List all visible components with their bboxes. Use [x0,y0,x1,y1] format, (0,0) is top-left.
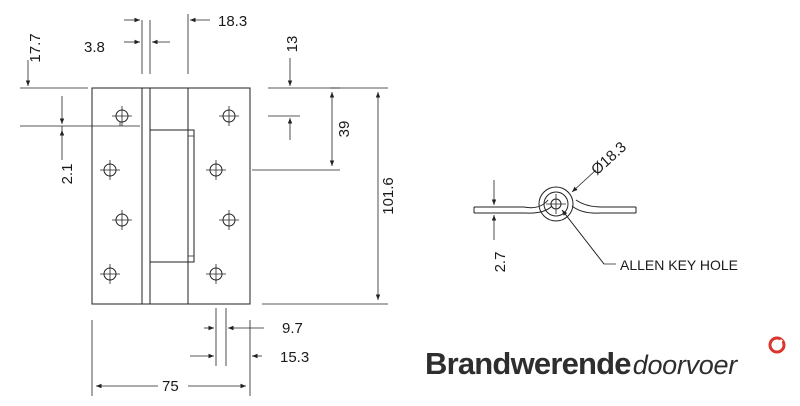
left-leaf [91,87,143,305]
knuckle-circle [538,186,574,222]
dim-9-7: 9.7 [282,320,303,337]
dim-17-7: 17.7 [27,33,44,62]
brand-logo: Brandwerendedoorvoer [425,336,786,381]
brand-mark-icon [768,336,786,354]
dim-18-3: 18.3 [218,13,247,30]
hinge-front-view [91,87,251,305]
screw-holes-right [206,106,239,284]
knuckle-left [141,87,151,305]
dim-15-3: 15.3 [280,349,309,366]
dim-13: 13 [284,36,301,53]
dim-75: 75 [162,378,179,395]
dim-diameter-18-3: Ø18.3 [588,139,630,179]
hinge-top-view [473,169,637,265]
dim-101-6: 101.6 [380,177,397,215]
screw-holes-left [100,106,132,284]
dim-2-7: 2.7 [492,252,509,273]
brand-light-text: doorvoer [633,350,738,380]
allen-key-hole-label: ALLEN KEY HOLE [620,257,738,273]
dim-39: 39 [336,121,353,138]
knuckle-outline [149,88,195,304]
brand-bold-text: Brandwerende [425,346,631,381]
svg-text:Brandwerendedoorvoer: Brandwerendedoorvoer [425,346,738,381]
dim-2-1: 2.1 [59,164,76,185]
right-leaf [187,87,251,305]
dimension-lines [20,14,388,396]
dim-3-8: 3.8 [84,39,105,56]
